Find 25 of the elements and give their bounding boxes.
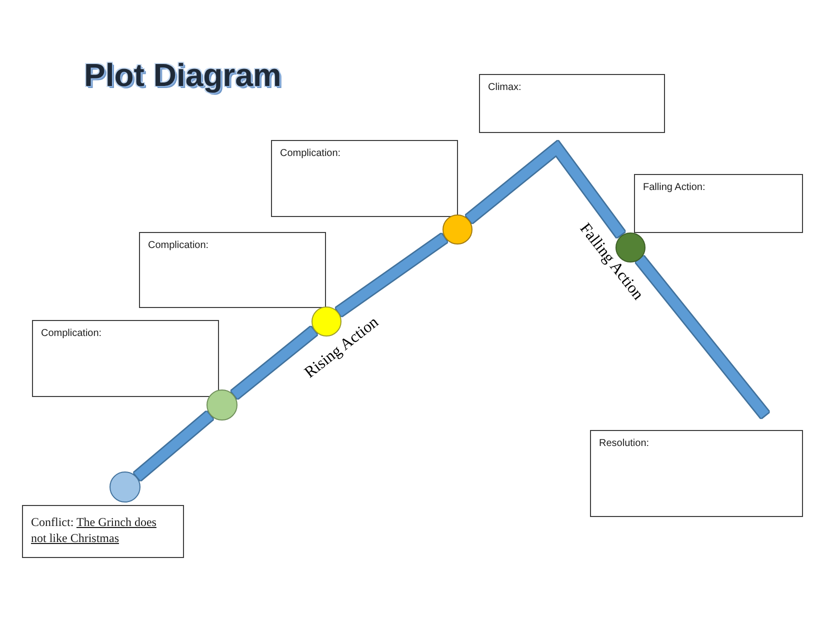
answer-box bbox=[22, 505, 184, 558]
box-heading: Complication: bbox=[280, 148, 341, 159]
plot-point-icon bbox=[206, 389, 238, 421]
plot-line bbox=[231, 326, 318, 399]
box-heading: Resolution: bbox=[599, 438, 650, 449]
plot-point-icon bbox=[614, 232, 646, 262]
title: Plot Diagram bbox=[84, 57, 282, 94]
plot-point-icon bbox=[310, 306, 342, 336]
answer-box bbox=[139, 232, 326, 308]
box-heading: Complication: bbox=[41, 328, 102, 339]
answer-box bbox=[590, 430, 803, 517]
answer-box bbox=[32, 320, 219, 397]
answer-box bbox=[271, 140, 458, 217]
plot-line bbox=[636, 256, 769, 418]
box-heading: Falling Action: bbox=[643, 182, 706, 193]
box-heading: Climax: bbox=[488, 82, 522, 93]
plot-line bbox=[466, 140, 625, 238]
box-text: Conflict: The Grinch does not like Christmas bbox=[31, 515, 156, 545]
plot-line bbox=[134, 411, 214, 481]
box-heading: Complication: bbox=[148, 240, 209, 251]
answer-box bbox=[479, 74, 665, 133]
plot-point-icon bbox=[442, 214, 472, 244]
plot-point-icon bbox=[109, 471, 141, 503]
answer-box bbox=[634, 174, 803, 233]
plot-line bbox=[336, 234, 448, 316]
